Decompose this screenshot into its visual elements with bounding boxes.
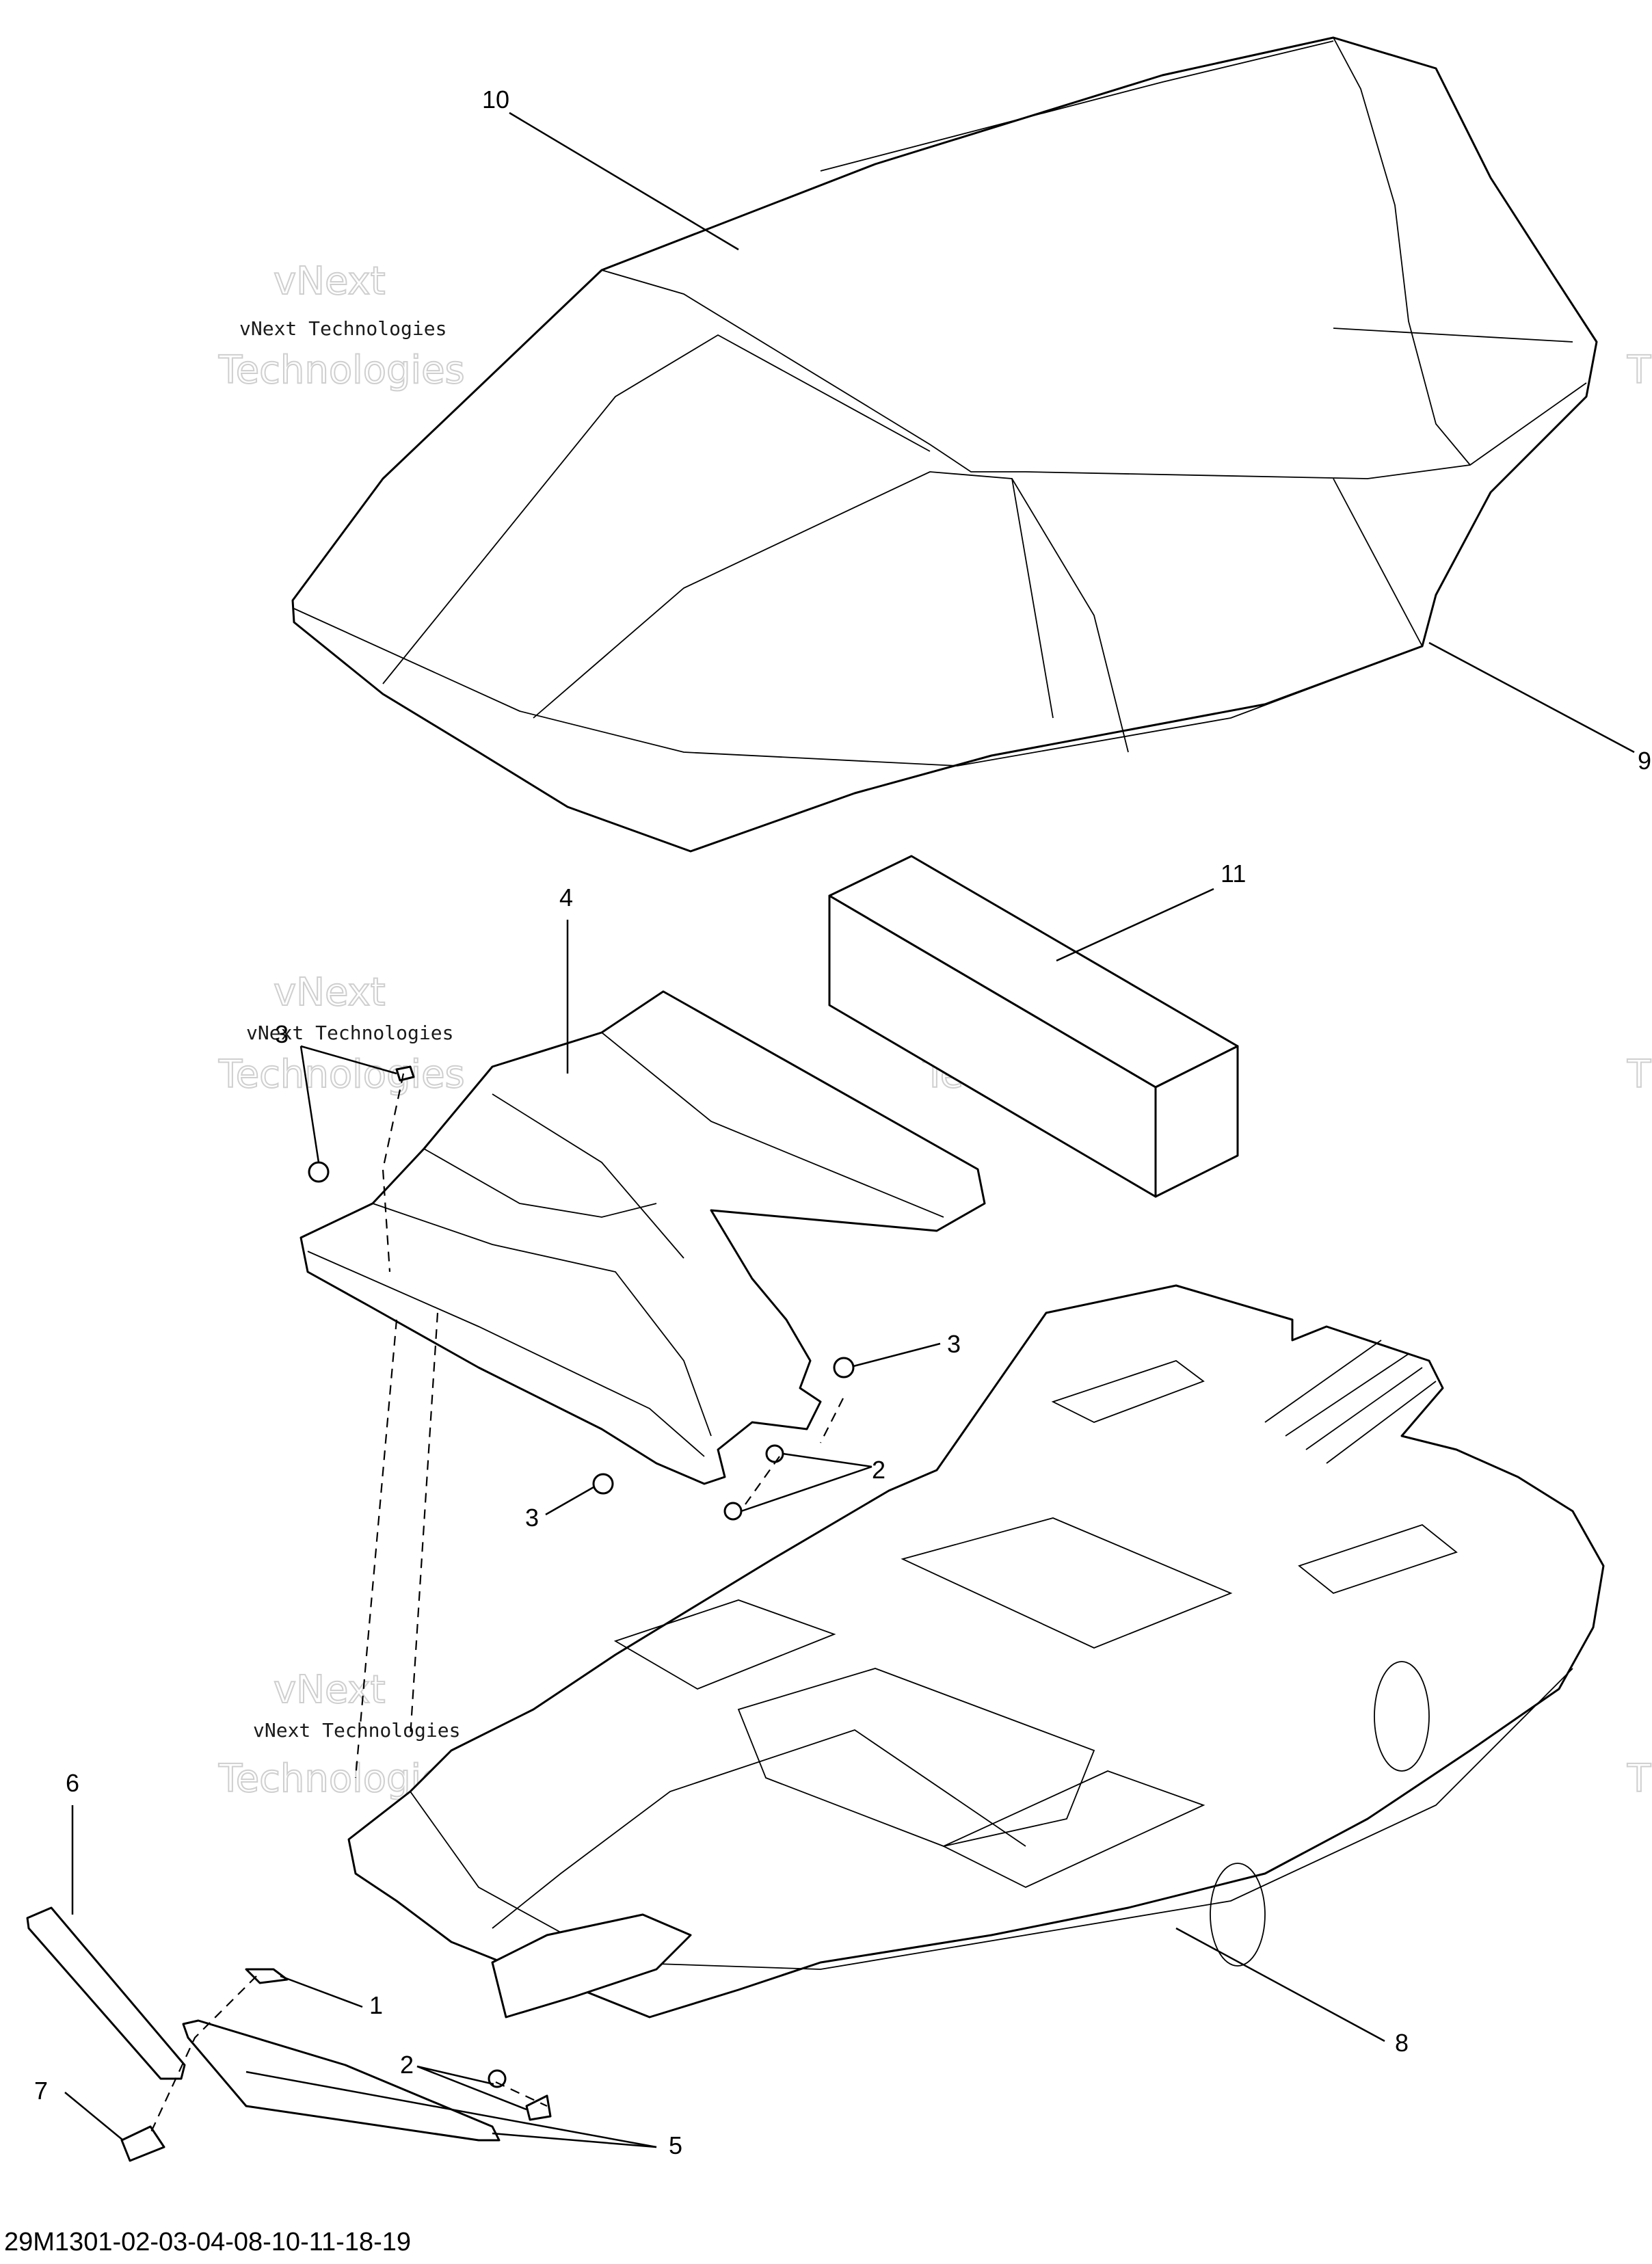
- watermark-edge-fragment: T: [1627, 348, 1651, 392]
- lower-tray-oval-1: [1210, 1863, 1266, 1967]
- dash-line: [150, 1975, 257, 2134]
- dash-line: [820, 1398, 844, 1443]
- leader-2a-1: [782, 1452, 872, 1468]
- leader-7: [64, 2092, 124, 2141]
- washer-3c: [592, 1473, 614, 1495]
- upper-bracket: [299, 990, 986, 1485]
- callout-3-upper: 3: [275, 1020, 289, 1048]
- watermark-big-1: vNext: [274, 1668, 386, 1712]
- washer-3a: [308, 1161, 330, 1183]
- lower-tray-opening-4: [942, 1770, 1205, 1888]
- leader-8: [1175, 1927, 1385, 2042]
- side-bar: [26, 1906, 186, 2080]
- callout-1: 1: [369, 1991, 383, 2019]
- leader-lines: [64, 111, 1635, 2148]
- lower-tray-opening-1: [901, 1517, 1233, 1649]
- leader-9: [1428, 641, 1635, 754]
- fastener-7: [120, 2125, 165, 2162]
- watermark-small: vNext Technologies: [246, 1022, 453, 1044]
- alignment-lines: [150, 1073, 844, 2134]
- lower-tray-slot-1: [1051, 1359, 1205, 1423]
- seat-crown: [1333, 37, 1471, 466]
- lower-tray-channel: [492, 1729, 1026, 1929]
- callout-8: 8: [1395, 2029, 1409, 2057]
- lower-tray-opening-3: [613, 1599, 836, 1690]
- leader-3c: [545, 1486, 594, 1516]
- lower-tray-body: [347, 1284, 1605, 2019]
- leader-2b-1: [416, 2065, 494, 2086]
- leader-3a-1: [300, 1045, 397, 1075]
- watermark-edge-fragment: T: [1627, 1052, 1651, 1097]
- leader-1: [280, 1975, 363, 2008]
- nut-2d: [525, 2094, 552, 2121]
- seat-panel-seam: [820, 40, 1573, 719]
- dash-line: [382, 1073, 405, 1273]
- callout-3-lower: 3: [525, 1504, 539, 1532]
- upper-bracket-body: [299, 990, 986, 1485]
- lower-tray-oval-2: [1374, 1661, 1430, 1772]
- callout-3-right: 3: [947, 1330, 961, 1358]
- upper-bracket-rib: [307, 1093, 705, 1457]
- leader-3b: [853, 1342, 941, 1368]
- leader-5-1: [492, 2132, 657, 2148]
- seat-outline: [291, 36, 1598, 853]
- document-code: 29M1301-02-03-04-08-10-11-18-19: [4, 2228, 412, 2256]
- lower-tray-fins: [1264, 1340, 1437, 1464]
- dash-line: [354, 1319, 398, 1779]
- callout-6: 6: [66, 1769, 79, 1797]
- watermark-mid-left: vNext Technologies vNext Technologies: [217, 970, 466, 1097]
- cross-plate: [182, 2019, 501, 2142]
- callout-4: 4: [559, 883, 573, 911]
- callout-2-lower: 2: [400, 2051, 414, 2079]
- seat-side-line: [382, 334, 931, 684]
- lower-tray-opening-2: [737, 1668, 1095, 1847]
- lower-tray-rim: [410, 1668, 1573, 1970]
- lower-tray: [347, 1284, 1605, 2019]
- callout-2-upper: 2: [872, 1456, 885, 1484]
- watermark-big-2: Technologies: [218, 1052, 465, 1097]
- leader-5-2: [245, 2070, 657, 2148]
- clip-upper: [395, 1065, 415, 1082]
- leader-3a-2: [299, 1046, 320, 1163]
- callout-9: 9: [1638, 747, 1651, 775]
- lower-tray-block: [491, 1913, 692, 2019]
- watermark-edge-fragment: T: [1627, 1757, 1651, 1801]
- dash-line: [409, 1312, 439, 1737]
- nut-2b: [723, 1502, 743, 1521]
- upper-bracket-ridge: [372, 1032, 944, 1437]
- callouts: 10 9 11 4 3 3 3 2 6 1 2 7 5 8: [34, 85, 1651, 2159]
- watermark-small: vNext Technologies: [239, 317, 447, 340]
- washer-3b: [833, 1357, 855, 1379]
- watermark-big-1: vNext: [274, 970, 386, 1015]
- seat-ridge: [601, 269, 1587, 479]
- nut-2c: [488, 2069, 507, 2088]
- nut-2a: [765, 1444, 784, 1463]
- leader-11: [1056, 888, 1214, 962]
- watermark-big-2: Technologies: [218, 348, 465, 392]
- leader-2a-2: [741, 1465, 872, 1513]
- seat-front-panel: [293, 608, 1423, 767]
- foam-block: [828, 855, 1239, 1198]
- dash-line: [495, 2081, 548, 2107]
- leader-2b-2: [416, 2065, 527, 2111]
- callout-7: 7: [34, 2077, 48, 2105]
- watermark-small: vNext Technologies: [253, 1719, 460, 1742]
- watermark-big-1: vNext: [274, 259, 386, 304]
- seat-assembly: [291, 36, 1598, 853]
- watermark-top-left: vNext Technologies vNext Technologies: [217, 258, 466, 393]
- foam-block-side: [1154, 1045, 1239, 1198]
- callout-11: 11: [1221, 860, 1246, 888]
- callout-10: 10: [482, 85, 509, 114]
- dash-line: [745, 1456, 780, 1505]
- seat-front-seam: [533, 471, 1129, 753]
- leader-10: [509, 111, 739, 251]
- callout-5: 5: [669, 2131, 682, 2159]
- lower-tray-slot-2: [1298, 1523, 1458, 1595]
